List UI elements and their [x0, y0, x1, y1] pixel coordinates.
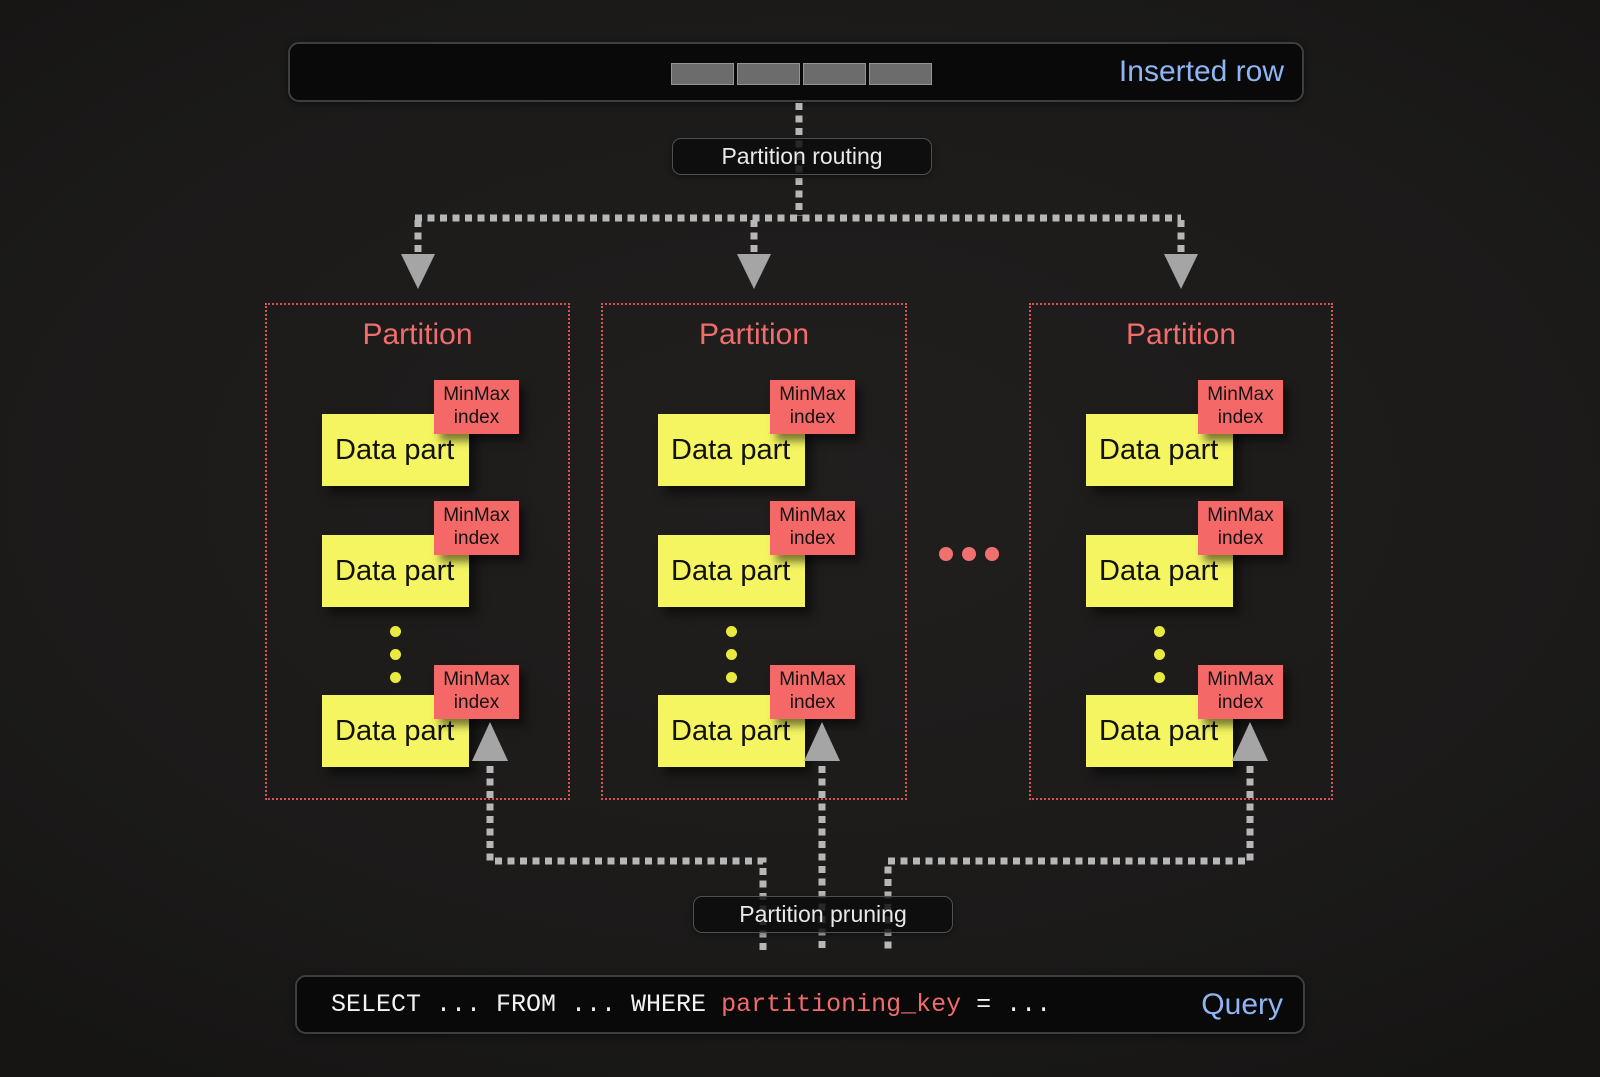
data-part: Data part — [1086, 695, 1233, 767]
partition-box-1: Partition MinMax index Data part MinMax … — [265, 303, 570, 800]
query-label: Query — [1201, 987, 1283, 1021]
more-parts-dots-icon — [1154, 626, 1165, 683]
up-arrowhead-2 — [804, 722, 840, 761]
partition-box-3: Partition MinMax index Data part MinMax … — [1029, 303, 1333, 800]
minmax-index-tag: MinMax index — [434, 665, 519, 719]
inserted-row-box: Inserted row — [288, 42, 1304, 102]
row-segments-icon — [671, 63, 932, 85]
minmax-index-tag: MinMax index — [1198, 665, 1283, 719]
minmax-index-tag: MinMax index — [770, 501, 855, 555]
down-arrowhead-2 — [737, 254, 771, 289]
query-prefix: SELECT ... FROM ... WHERE — [331, 990, 722, 1019]
partition-routing-label: Partition routing — [672, 138, 932, 175]
segment-cell — [803, 63, 866, 85]
query-box: SELECT ... FROM ... WHERE partitioning_k… — [295, 975, 1305, 1034]
segment-cell — [737, 63, 800, 85]
partition-title: Partition — [362, 318, 473, 351]
down-arrowhead-3 — [1164, 254, 1198, 289]
up-arrowhead-1 — [472, 722, 508, 761]
segment-cell — [671, 63, 734, 85]
query-suffix: = ... — [961, 990, 1052, 1019]
minmax-index-tag: MinMax index — [770, 665, 855, 719]
partitioning-key: partitioning_key — [721, 990, 962, 1019]
minmax-index-tag: MinMax index — [434, 501, 519, 555]
down-arrowhead-1 — [401, 254, 435, 289]
partitions-ellipsis-icon — [939, 547, 999, 561]
partition-title: Partition — [698, 318, 810, 351]
minmax-index-tag: MinMax index — [770, 380, 855, 434]
more-parts-dots-icon — [726, 626, 737, 683]
minmax-index-tag: MinMax index — [434, 380, 519, 434]
minmax-index-tag: MinMax index — [1198, 380, 1283, 434]
query-text: SELECT ... FROM ... WHERE partitioning_k… — [297, 990, 1051, 1019]
data-part: Data part — [658, 535, 805, 607]
segment-cell — [869, 63, 932, 85]
inserted-row-label: Inserted row — [1118, 55, 1284, 88]
data-part: Data part — [322, 695, 469, 767]
partition-title: Partition — [1125, 318, 1237, 351]
more-parts-dots-icon — [390, 626, 401, 683]
partition-pruning-label: Partition pruning — [693, 896, 953, 933]
up-arrowhead-3 — [1232, 722, 1268, 761]
partition-box-2: Partition MinMax index Data part MinMax … — [601, 303, 907, 800]
minmax-index-tag: MinMax index — [1198, 501, 1283, 555]
